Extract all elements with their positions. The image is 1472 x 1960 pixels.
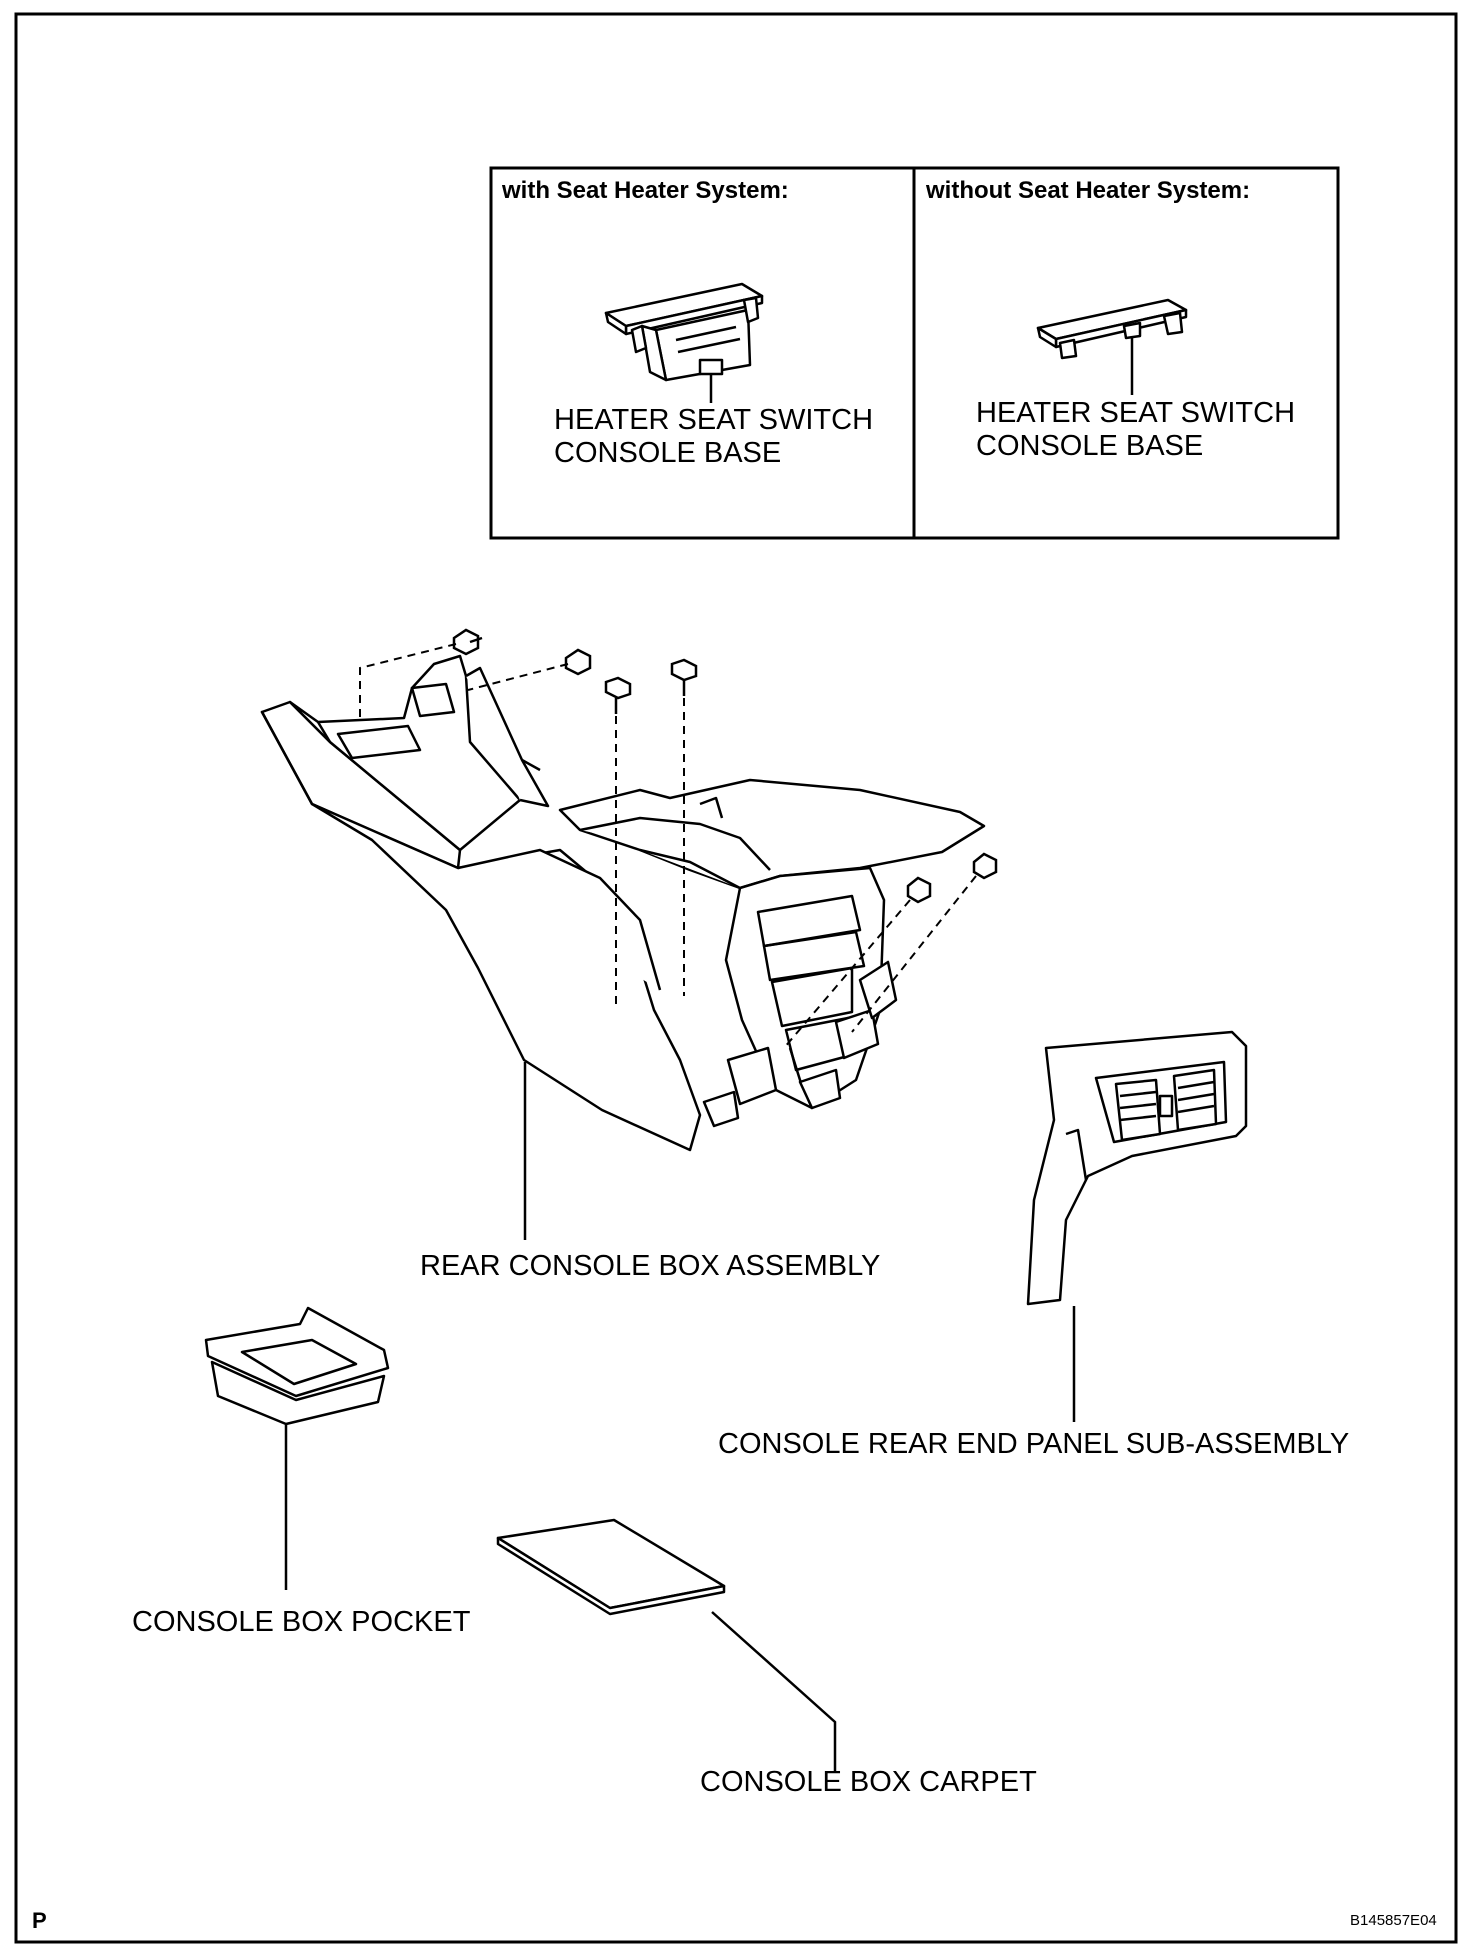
heater-seat-switch-console-base-with-heater: [604, 282, 764, 403]
rear-end-panel-label: CONSOLE REAR END PANEL SUB-ASSEMBLY: [718, 1428, 1350, 1460]
heater-seat-switch-console-base-without-heater: [1036, 298, 1188, 395]
corner-letter: P: [32, 1908, 47, 1933]
variant-inset-box: [489, 166, 1340, 540]
with-heater-part-label-line2: CONSOLE BASE: [554, 437, 782, 469]
rear-console-box-assembly: [260, 654, 986, 1152]
box-carpet-label: CONSOLE BOX CARPET: [700, 1766, 1037, 1798]
page-border: [14, 12, 1458, 1944]
figure-code: B145857E04: [1350, 1912, 1437, 1929]
box-pocket-label: CONSOLE BOX POCKET: [132, 1606, 471, 1638]
with-heater-heading: with Seat Heater System:: [502, 177, 789, 204]
without-heater-part-label-line1: HEATER SEAT SWITCH: [976, 397, 1296, 429]
mounting-bolts: [452, 628, 998, 904]
console-box-carpet: [496, 1518, 726, 1616]
console-rear-end-panel: [1026, 1030, 1248, 1306]
install-guide-lines: [359, 643, 977, 1049]
leader-lines: [523, 1062, 1076, 1772]
console-box-pocket: [204, 1306, 390, 1590]
without-heater-heading: without Seat Heater System:: [926, 177, 1251, 204]
with-heater-part-label-line1: HEATER SEAT SWITCH: [554, 404, 874, 436]
rear-console-box-label: REAR CONSOLE BOX ASSEMBLY: [420, 1250, 881, 1282]
without-heater-part-label-line2: CONSOLE BASE: [976, 430, 1204, 462]
